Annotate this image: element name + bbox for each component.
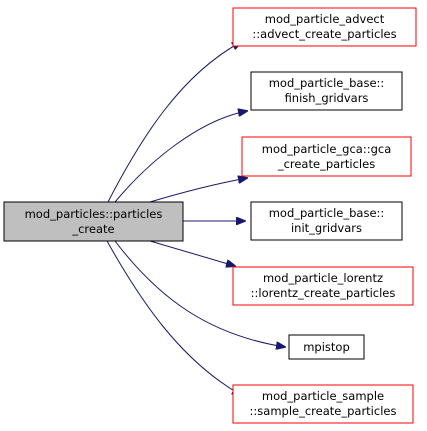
edge-to-mpistop	[114, 240, 285, 347]
node-label-line-1: mod_particle_base::	[269, 76, 385, 90]
node-label-line-2: init_gridvars	[291, 221, 362, 235]
node-init-gridvars[interactable]: mod_particle_base:: init_gridvars	[250, 201, 403, 241]
node-advect-create-particles[interactable]: mod_particle_advect ::advect_create_part…	[232, 7, 417, 47]
node-label-line-2: _create_particles	[277, 157, 375, 171]
root-label-line-2: _create	[71, 222, 114, 236]
node-label-line-1: mod_particle_sample	[262, 389, 384, 403]
node-label-line-1: mod_particle_gca::gca	[262, 142, 392, 156]
edge-to-gca	[149, 178, 247, 203]
node-label-line-2: ::lorentz_create_particles	[251, 286, 396, 300]
node-label-line-2: ::advect_create_particles	[252, 27, 396, 41]
node-sample-create-particles[interactable]: mod_particle_sample ::sample_create_part…	[232, 384, 414, 424]
node-label-line-1: mod_particle_advect	[265, 12, 385, 26]
edge-to-sample	[106, 240, 241, 395]
edge-to-lorentz	[149, 240, 235, 266]
node-label-line-1: mod_particle_lorentz	[263, 271, 383, 285]
node-label-line-2: ::sample_create_particles	[250, 404, 397, 418]
node-mpistop[interactable]: mpistop	[288, 334, 365, 360]
node-label-line-1: mpistop	[303, 340, 350, 354]
node-gca-create-particles[interactable]: mod_particle_gca::gca _create_particles	[241, 136, 412, 177]
node-finish-gridvars[interactable]: mod_particle_base:: finish_gridvars	[250, 71, 403, 111]
edge-to-advect	[107, 42, 241, 203]
call-edges	[106, 42, 285, 395]
node-label-line-2: finish_gridvars	[285, 91, 369, 105]
edge-to-finish-gridvars	[114, 111, 247, 203]
node-label-line-1: mod_particle_base::	[269, 206, 385, 220]
root-node[interactable]: mod_particles::particles _create	[3, 201, 184, 242]
root-label-line-1: mod_particles::particles	[25, 207, 163, 221]
node-lorentz-create-particles[interactable]: mod_particle_lorentz ::lorentz_create_pa…	[232, 266, 414, 306]
